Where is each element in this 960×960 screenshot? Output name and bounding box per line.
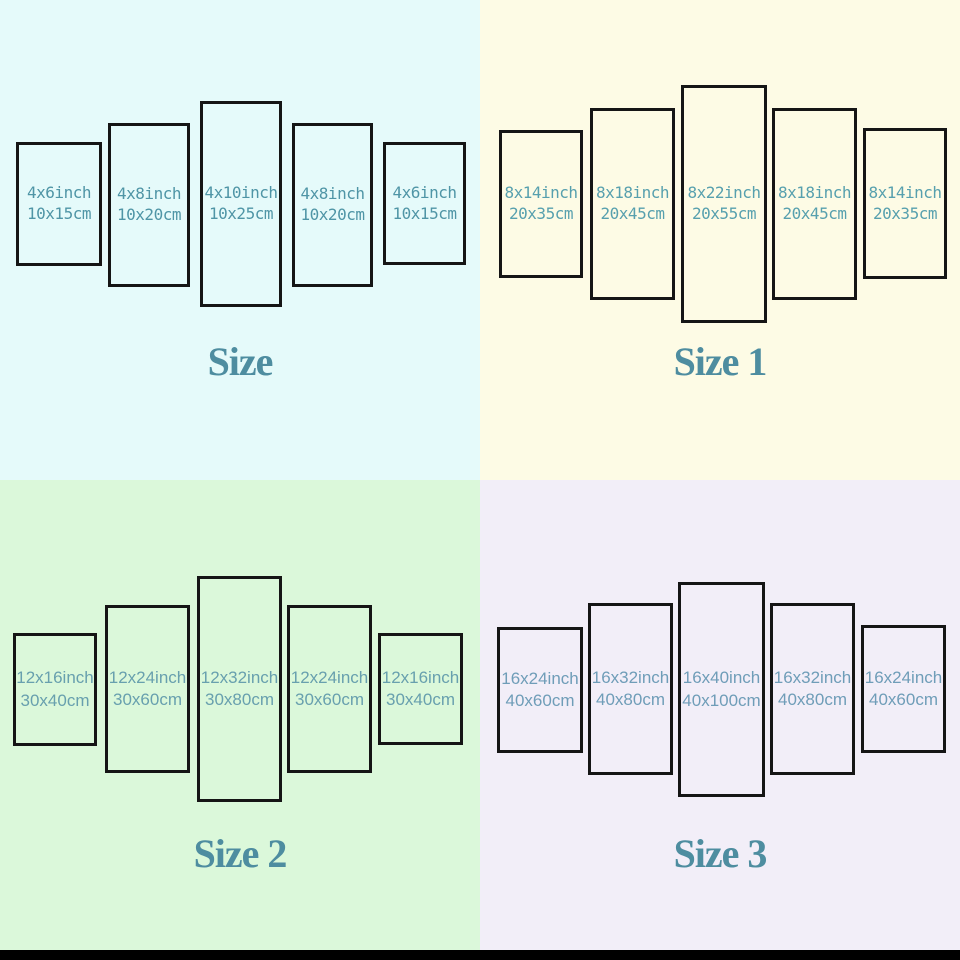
panel-size-inch: 4x6inch xyxy=(392,182,457,202)
panel: 12x16inch 30x40cm xyxy=(378,633,463,745)
panel-size-inch: 4x8inch xyxy=(117,184,181,204)
panel-size-inch: 4x6inch xyxy=(27,183,91,203)
panel: 12x16inch 30x40cm xyxy=(13,633,97,746)
panel: 4x10inch 10x25cm xyxy=(200,101,282,307)
panel-size-cm: 10x15cm xyxy=(27,204,91,223)
panel-size-cm: 30x60cm xyxy=(113,690,182,709)
panel-size-cm: 20x35cm xyxy=(509,204,573,223)
quadrant-size-3: 16x24inch 40x60cm 16x32inch 40x80cm 16x4… xyxy=(480,480,960,960)
panel-size-inch: 12x16inch xyxy=(381,667,460,687)
panel-size-inch: 12x32inch xyxy=(200,667,279,687)
quadrant-title: Size 3 xyxy=(673,831,768,876)
quadrant-size-2: 12x16inch 30x40cm 12x24inch 30x60cm 12x3… xyxy=(0,480,480,960)
panel-size-cm: 40x60cm xyxy=(505,691,575,710)
panel: 4x6inch 10x15cm xyxy=(383,142,466,265)
panel-size-cm: 40x100cm xyxy=(682,690,761,710)
panel-size-cm: 20x55cm xyxy=(692,204,756,223)
panel: 4x8inch 10x20cm xyxy=(108,123,190,287)
panel-size-inch: 4x10inch xyxy=(204,183,278,203)
quadrant-size-1: 8x14inch 20x35cm 8x18inch 20x45cm 8x22in… xyxy=(480,0,960,480)
panel-size-cm: 20x45cm xyxy=(782,204,847,223)
bottom-letterbox-bar xyxy=(0,950,960,960)
panel-size-inch: 8x22inch xyxy=(687,183,761,203)
panel: 16x24inch 40x60cm xyxy=(497,627,583,753)
panel: 4x8inch 10x20cm xyxy=(292,123,373,287)
panel-size-cm: 30x40cm xyxy=(386,690,455,709)
panel: 12x32inch 30x80cm xyxy=(197,576,282,802)
panel-size-inch: 8x18inch xyxy=(595,183,670,203)
panel-size-cm: 10x25cm xyxy=(209,204,273,223)
panel: 8x18inch 20x45cm xyxy=(772,108,857,300)
panel-size-cm: 20x35cm xyxy=(873,203,937,223)
panel: 8x22inch 20x55cm xyxy=(681,85,767,323)
panel-size-inch: 16x32inch xyxy=(773,667,852,687)
panel: 12x24inch 30x60cm xyxy=(287,605,372,773)
panel: 16x24inch 40x60cm xyxy=(861,625,946,753)
panel-size-cm: 10x20cm xyxy=(300,205,365,224)
panel-size-cm: 30x60cm xyxy=(295,690,364,709)
quadrant-title: Size xyxy=(207,339,274,384)
panel: 12x24inch 30x60cm xyxy=(105,605,190,773)
panel-size-cm: 20x45cm xyxy=(600,204,665,223)
panel-size-inch: 12x24inch xyxy=(290,667,369,687)
panel: 8x14inch 20x35cm xyxy=(863,128,947,279)
quadrant-title: Size 1 xyxy=(673,339,768,384)
panel: 8x14inch 20x35cm xyxy=(499,130,583,278)
panel-size-inch: 16x24inch xyxy=(501,668,579,688)
panel-size-inch: 12x16inch xyxy=(16,668,94,688)
quadrant-title: Size 2 xyxy=(193,831,288,876)
panel-size-inch: 16x24inch xyxy=(864,667,943,687)
panel-size-cm: 10x20cm xyxy=(117,205,181,224)
panel-size-inch: 4x8inch xyxy=(300,184,365,204)
quadrant-size: 4x6inch 10x15cm 4x8inch 10x20cm 4x10inch… xyxy=(0,0,480,480)
panel: 16x32inch 40x80cm xyxy=(588,603,673,775)
panel: 16x40inch 40x100cm xyxy=(678,582,765,797)
panel-size-inch: 8x18inch xyxy=(777,183,852,203)
panel: 4x6inch 10x15cm xyxy=(16,142,102,266)
panel-size-cm: 30x80cm xyxy=(205,690,274,709)
panel-size-inch: 8x14inch xyxy=(504,183,578,203)
panel-size-cm: 30x40cm xyxy=(20,690,90,710)
panel: 8x18inch 20x45cm xyxy=(590,108,675,300)
panel: 16x32inch 40x80cm xyxy=(770,603,855,775)
panel-size-inch: 16x40inch xyxy=(682,668,761,688)
panel-size-inch: 8x14inch xyxy=(868,182,942,202)
panel-size-cm: 40x80cm xyxy=(778,690,847,709)
panel-size-cm: 40x60cm xyxy=(869,690,938,709)
panel-size-cm: 40x80cm xyxy=(596,690,665,709)
panel-size-inch: 16x32inch xyxy=(591,667,670,687)
panel-size-cm: 10x15cm xyxy=(392,203,457,223)
panel-size-inch: 12x24inch xyxy=(108,667,187,687)
